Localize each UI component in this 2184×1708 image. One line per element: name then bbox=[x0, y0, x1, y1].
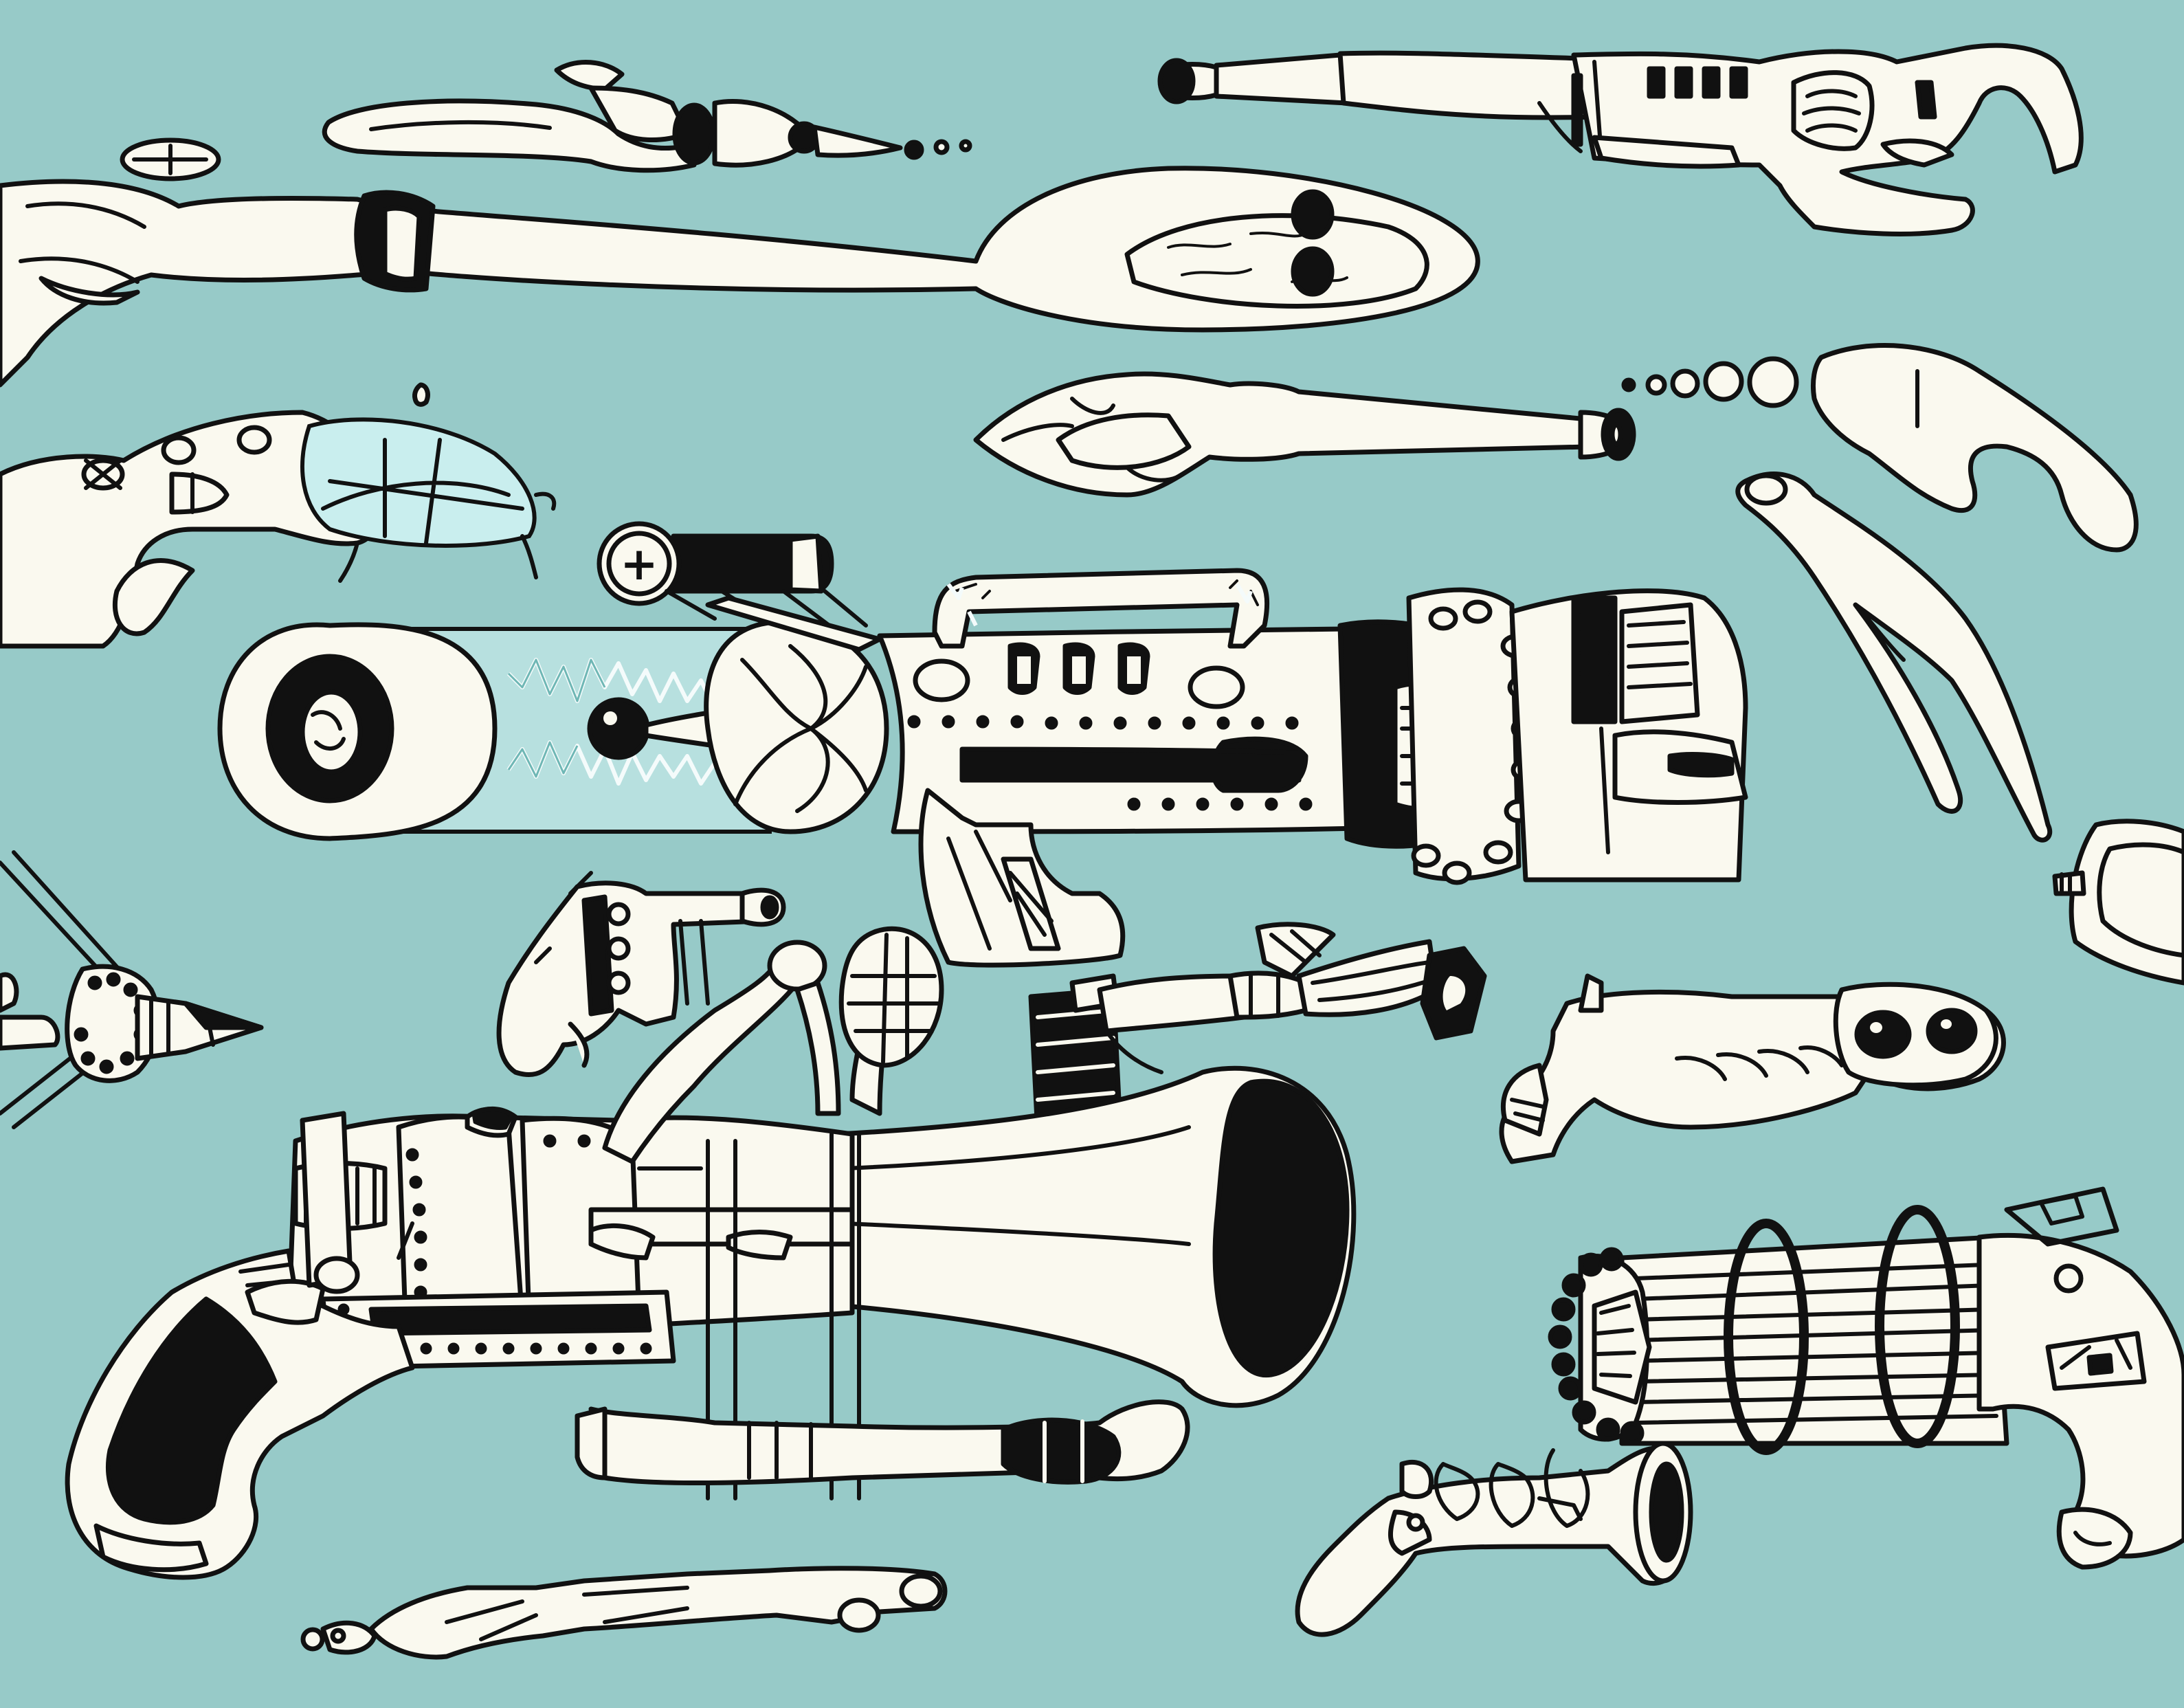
fan-blades-icon bbox=[733, 644, 868, 813]
wing-ray-gun-icon bbox=[973, 343, 2139, 553]
battery-icon: + bbox=[597, 521, 882, 652]
twin-eye-ray-gun-icon bbox=[1499, 973, 2006, 1164]
rivets-icon bbox=[907, 715, 1313, 811]
gatling-ray-gun-icon bbox=[1548, 1186, 2184, 1570]
small-revolver-ray-gun-icon bbox=[496, 871, 786, 1078]
long-rifle-ray-gun-icon bbox=[1157, 43, 2084, 236]
paddle-ray-gun-icon bbox=[0, 166, 1480, 388]
dome-ray-gun-icon bbox=[0, 382, 557, 649]
spike-ray-gun-icon bbox=[0, 850, 264, 1129]
fork-ray-gun-icon bbox=[1735, 472, 2052, 843]
whisk-ray-gun-icon bbox=[1028, 922, 1487, 1137]
battery-plus-label: + bbox=[620, 537, 658, 590]
skeleton-rifle-ray-gun-icon bbox=[300, 1566, 948, 1660]
main-cannon-ray-gun-icon: + bbox=[217, 521, 1748, 968]
leaf-ray-gun-icon bbox=[120, 60, 972, 181]
edge-ray-gun-icon bbox=[2052, 819, 2184, 986]
spiral-horn-pistol-ray-gun-icon bbox=[1295, 1441, 1693, 1637]
horn-blunderbuss-ray-gun-icon bbox=[65, 926, 1357, 1580]
gatling-barrel-icon bbox=[1548, 1247, 1645, 1445]
